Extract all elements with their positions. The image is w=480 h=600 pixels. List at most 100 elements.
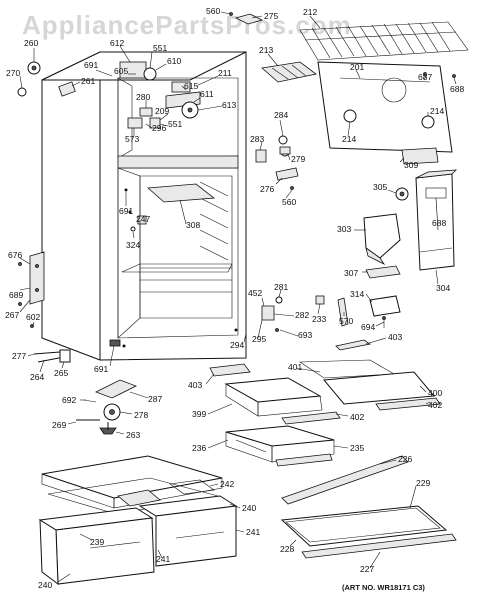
label-212: 212 [303, 7, 317, 17]
label-242: 242 [220, 479, 234, 489]
label-612: 612 [110, 38, 124, 48]
rail-226 [281, 455, 409, 505]
label-303: 303 [337, 224, 351, 234]
label-278: 278 [134, 410, 148, 420]
freezer-components [119, 61, 216, 232]
label-676: 676 [8, 250, 22, 260]
label-307: 307 [344, 268, 358, 278]
label-227: 227 [360, 564, 374, 574]
label-265: 265 [54, 368, 68, 378]
label-294: 294 [230, 340, 244, 350]
label-611: 611 [200, 89, 214, 99]
label-239: 239 [90, 537, 104, 547]
label-247: 247 [136, 214, 150, 224]
label-309: 309 [404, 160, 418, 170]
label-284: 284 [274, 110, 288, 120]
label-261: 261 [81, 76, 95, 86]
label-560b: 560 [282, 197, 296, 207]
label-308: 308 [186, 220, 200, 230]
label-240b: 240 [38, 580, 52, 590]
part-314 [369, 295, 401, 317]
label-263: 263 [126, 430, 140, 440]
part-labels: 560 275 212 260 612 551 610 691 605 270 … [5, 6, 464, 590]
label-688b: 688 [432, 218, 446, 228]
label-615: 615 [184, 81, 198, 91]
label-295: 295 [252, 334, 266, 344]
label-560: 560 [206, 6, 220, 16]
evaporator-cover [317, 61, 453, 153]
label-240a: 240 [242, 503, 256, 513]
label-605: 605 [114, 66, 128, 76]
label-241a: 241 [246, 527, 260, 537]
label-276: 276 [260, 184, 274, 194]
crisper-drawers [38, 455, 238, 586]
label-691b: 691 [119, 206, 133, 216]
label-282: 282 [295, 310, 309, 320]
ice-tray [261, 61, 317, 83]
label-452: 452 [248, 288, 262, 298]
label-610: 610 [167, 56, 181, 66]
part-307 [365, 265, 401, 279]
label-687: 687 [418, 72, 432, 82]
label-691c: 691 [94, 364, 108, 374]
leader-lines [19, 11, 457, 583]
label-287: 287 [148, 394, 162, 404]
label-228: 228 [280, 544, 294, 554]
left-small-parts [17, 61, 76, 97]
label-688: 688 [450, 84, 464, 94]
label-235: 235 [350, 443, 364, 453]
label-236: 236 [192, 443, 206, 453]
side-bracket [29, 251, 45, 305]
label-214b: 214 [430, 106, 444, 116]
air-duct [415, 169, 458, 271]
shelf-assembly [209, 339, 441, 467]
label-214a: 214 [342, 134, 356, 144]
label-401: 401 [288, 362, 302, 372]
label-613: 613 [222, 100, 236, 110]
label-551: 551 [153, 43, 167, 53]
label-403b: 403 [188, 380, 202, 390]
label-570: 570 [339, 316, 353, 326]
label-229: 229 [416, 478, 430, 488]
control-housing [363, 213, 401, 259]
label-304: 304 [436, 283, 450, 293]
bracket-275 [234, 13, 264, 25]
label-277: 277 [12, 351, 26, 361]
art-number: (ART NO. WR18171 C3) [342, 583, 425, 592]
label-201: 201 [350, 62, 364, 72]
label-692: 692 [62, 395, 76, 405]
label-275: 275 [264, 11, 278, 21]
label-267: 267 [5, 310, 19, 320]
label-280: 280 [136, 92, 150, 102]
label-400: 400 [428, 388, 442, 398]
label-551b: 551 [168, 119, 182, 129]
label-211: 211 [218, 68, 232, 78]
label-573: 573 [125, 134, 139, 144]
freezer-wire-shelf [299, 21, 469, 61]
label-283: 283 [250, 134, 264, 144]
label-403: 403 [388, 332, 402, 342]
label-296: 296 [152, 123, 166, 133]
label-402b: 402 [428, 400, 442, 410]
label-693: 693 [298, 330, 312, 340]
label-691: 691 [84, 60, 98, 70]
label-209: 209 [155, 106, 169, 116]
label-399: 399 [192, 409, 206, 419]
label-305: 305 [373, 182, 387, 192]
label-602: 602 [26, 312, 40, 322]
bottom-hinge [95, 379, 137, 399]
label-281: 281 [274, 282, 288, 292]
watermark: AppliancePartsPros.com [22, 10, 352, 40]
label-270: 270 [6, 68, 20, 78]
label-269: 269 [52, 420, 66, 430]
rail-227 [301, 533, 457, 559]
label-264: 264 [30, 372, 44, 382]
label-226: 226 [398, 454, 412, 464]
cabinet [41, 51, 247, 361]
glass-shelf-229 [280, 505, 448, 547]
label-241b: 241 [156, 554, 170, 564]
label-324: 324 [126, 240, 140, 250]
label-233: 233 [312, 314, 326, 324]
